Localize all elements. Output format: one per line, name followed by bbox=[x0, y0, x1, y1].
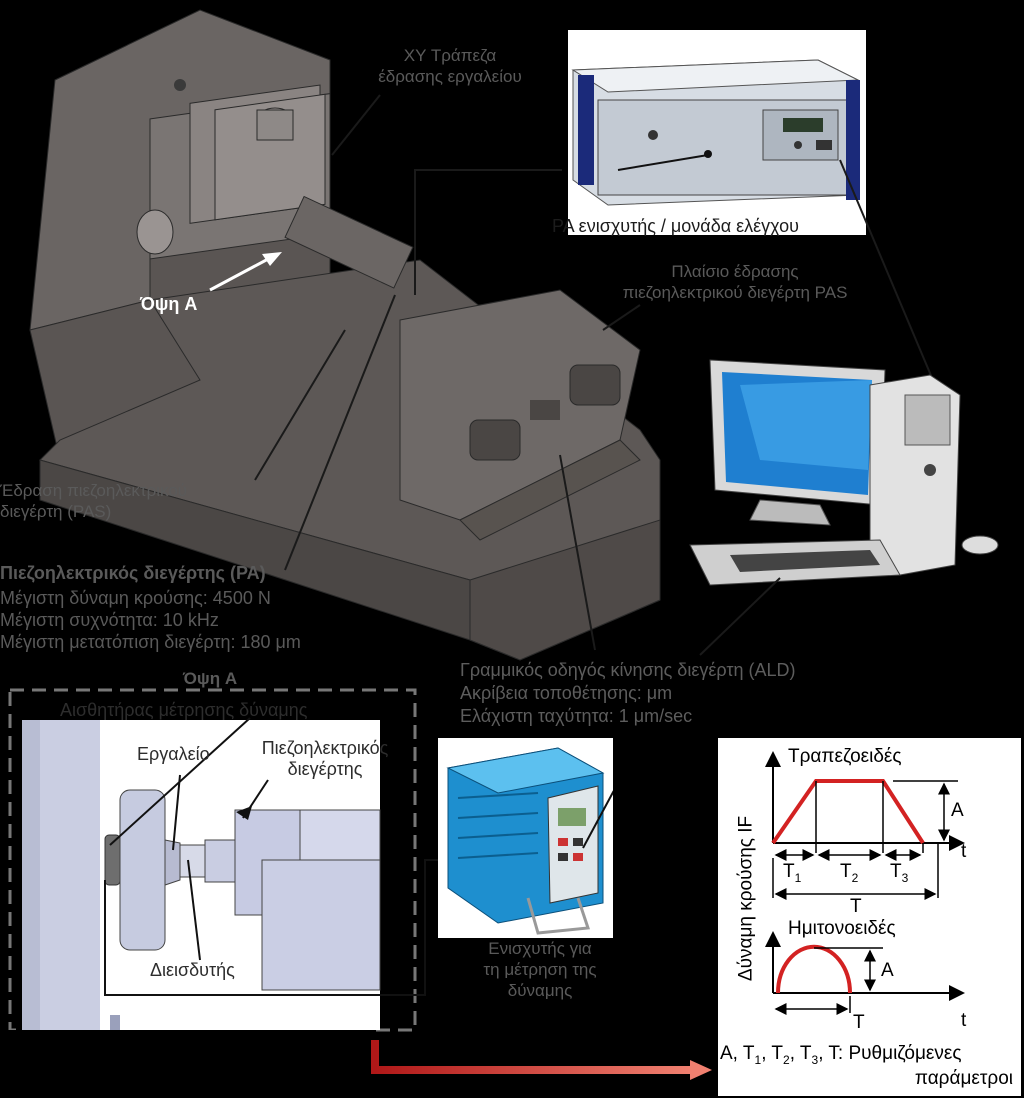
trap-title: Τραπεζοειδές bbox=[788, 746, 902, 767]
trap-t-label: t bbox=[961, 841, 967, 862]
waveform-plots bbox=[765, 751, 965, 1015]
sensor-cable bbox=[104, 859, 445, 996]
params-line-2: παράμετροι bbox=[914, 1068, 1013, 1089]
pa-amplifier-panel bbox=[568, 30, 866, 235]
pa-amplifier-label: PA ενισχυτής / μονάδα ελέγχου bbox=[552, 216, 799, 236]
pa-specs: Μέγιστη δύναμη κρούσης: 4500 N Μέγιστη σ… bbox=[0, 588, 301, 652]
view-a-title: Όψη A bbox=[182, 669, 238, 688]
y-axis-label: Δύναμη κρούσης IF bbox=[735, 815, 757, 982]
t3-label: T3 bbox=[890, 861, 909, 885]
sine-period-label: T bbox=[853, 1012, 865, 1033]
sine-amp-label: A bbox=[881, 960, 894, 981]
tool-label: Εργαλείο bbox=[137, 744, 210, 764]
t1-label: T1 bbox=[783, 861, 802, 885]
trap-period-label: T bbox=[850, 896, 862, 917]
pa-title: Πιεζοηλεκτρικός διεγέρτης (PA) bbox=[0, 563, 266, 583]
force-amplifier-label: Ενισχυτής για τη μέτρηση της δύναμης bbox=[483, 939, 597, 1000]
ald-label: Γραμμικός οδηγός κίνησης διεγέρτη (ALD) … bbox=[460, 660, 796, 726]
trap-amp-label: A bbox=[951, 800, 964, 821]
force-sensor-label: Αισθητήρας μέτρησης δύναμης bbox=[60, 700, 308, 720]
force-amplifier-panel bbox=[438, 738, 619, 938]
indenter-label: Διεισδυτής bbox=[150, 960, 235, 980]
trapezoid-wave bbox=[771, 779, 925, 845]
t2-label: T2 bbox=[840, 861, 859, 885]
tool-shape bbox=[164, 839, 181, 886]
pa-amplifier-illustration bbox=[571, 59, 860, 206]
side-knob bbox=[136, 209, 174, 255]
waveform-panel: Τραπεζοειδές A t T1 T2 T3 T Ημιτονοειδές… bbox=[718, 738, 1021, 1096]
view-a-arrow-label: Όψη A bbox=[140, 294, 198, 314]
params-line-1: A, T1, T2, T3, T: Ρυθμιζόμενες bbox=[720, 1043, 962, 1067]
force-amplifier-illustration bbox=[446, 747, 619, 935]
sine-wave bbox=[776, 944, 852, 994]
sine-title: Ημιτονοειδές bbox=[788, 918, 896, 939]
sine-t-label: t bbox=[961, 1010, 967, 1031]
